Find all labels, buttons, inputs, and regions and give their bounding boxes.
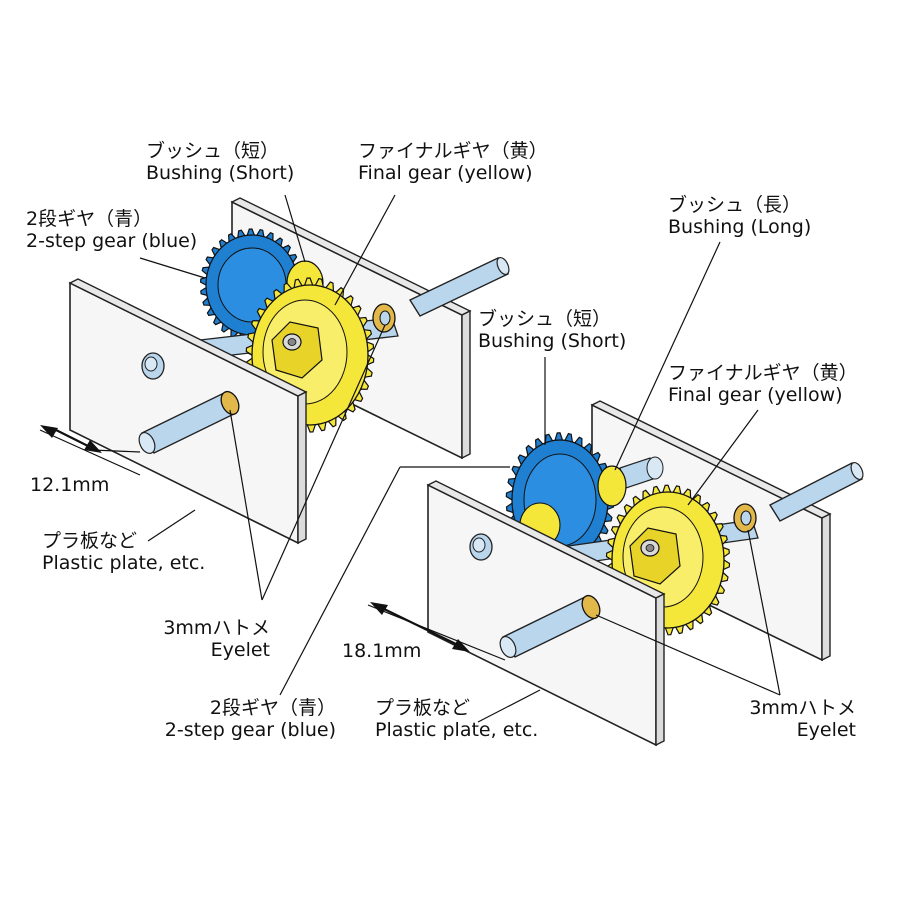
label-en: Bushing (Short) [146, 162, 295, 184]
label-ja: ファイナルギヤ（黄） [358, 140, 548, 162]
right-two-step-gear-label: 2段ギヤ（青） 2-step gear (blue) [140, 697, 336, 741]
label-ja: 2段ギヤ（青） [26, 208, 153, 230]
right-leader-lines [279, 241, 781, 723]
right-axle-out [499, 594, 601, 658]
label-en: 2-step gear (blue) [26, 230, 198, 252]
label-en: 2-step gear (blue) [164, 719, 336, 741]
left-plate-label: プラ板など Plastic plate, etc. [42, 530, 205, 574]
label-ja: 2段ギヤ（青） [209, 697, 336, 719]
right-stub-shaft [469, 533, 493, 561]
label-ja: ファイナルギヤ（黄） [668, 362, 858, 384]
label-ja: ブッシュ（長） [668, 194, 802, 216]
right-dimension-arrow [367, 602, 506, 661]
dimension-value: 12.1mm [30, 474, 110, 496]
label-ja: 3mmハトメ [163, 617, 270, 639]
label-ja: ブッシュ（短） [146, 140, 280, 162]
left-dimension-label: 12.1mm [30, 474, 109, 496]
right-assembly [279, 241, 864, 747]
dimension-value: 18.1mm [342, 640, 422, 662]
left-final-gear-label: ファイナルギヤ（黄） Final gear (yellow) [358, 140, 548, 184]
label-en: Eyelet [796, 719, 856, 741]
right-dimension-label: 18.1mm [342, 640, 421, 662]
left-axle-rear [408, 256, 510, 317]
left-two-step-gear-label: 2段ギヤ（青） 2-step gear (blue) [26, 208, 197, 252]
right-bushing-long-label: ブッシュ（長） Bushing (Long) [668, 194, 811, 238]
label-en: Eyelet [210, 639, 270, 661]
label-ja: 3mmハトメ [749, 697, 856, 719]
label-en: Bushing (Long) [668, 216, 812, 238]
right-plate-label: プラ板など Plastic plate, etc. [375, 697, 538, 741]
label-en: Plastic plate, etc. [375, 719, 539, 741]
label-ja: ブッシュ（短） [478, 308, 612, 330]
right-bushing-long [619, 456, 664, 489]
label-en: Final gear (yellow) [668, 384, 843, 406]
right-final-gear-label: ファイナルギヤ（黄） Final gear (yellow) [668, 362, 858, 406]
left-eyelet-back [372, 303, 396, 333]
label-en: Bushing (Short) [478, 330, 627, 352]
left-leader-lines [91, 194, 396, 601]
left-bushing-short-label: ブッシュ（短） Bushing (Short) [146, 140, 294, 184]
left-assembly [39, 194, 510, 601]
right-eyelet-back [733, 503, 757, 533]
right-eyelet-label: 3mmハトメ Eyelet [722, 697, 856, 741]
left-axle-out [138, 390, 240, 454]
right-bushing-short-label: ブッシュ（短） Bushing (Short) [478, 308, 626, 352]
label-ja: プラ板など [375, 697, 471, 719]
label-en: Final gear (yellow) [358, 162, 533, 184]
left-eyelet-label: 3mmハトメ Eyelet [148, 617, 270, 661]
left-stub-shaft [141, 352, 165, 380]
label-ja: プラ板など [42, 530, 138, 552]
right-bushing-short [597, 465, 627, 507]
label-en: Plastic plate, etc. [42, 552, 206, 574]
right-axle-rear [769, 461, 864, 522]
